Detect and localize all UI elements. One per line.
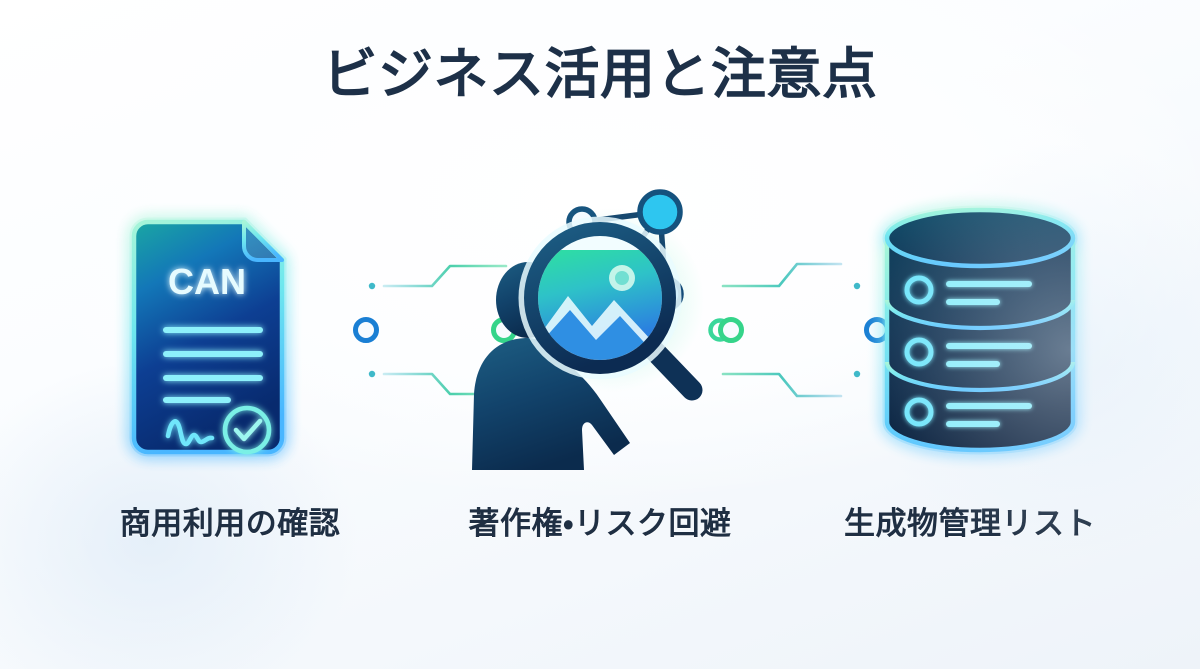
database-record-rows bbox=[904, 275, 1032, 427]
trace-dot-upper bbox=[368, 282, 376, 290]
connector-2-traces bbox=[718, 262, 890, 398]
signature-squiggle bbox=[165, 419, 215, 447]
connector-2-start-node bbox=[718, 317, 744, 343]
database-stack-icon bbox=[882, 205, 1078, 455]
document-can-text: CAN bbox=[168, 261, 246, 302]
document-certificate-icon: CAN bbox=[129, 217, 287, 457]
person-magnifier-image-icon bbox=[472, 189, 732, 470]
trace-dot-lower bbox=[853, 370, 861, 378]
connector-1-start-node bbox=[353, 317, 379, 343]
step-3-database-icon[interactable] bbox=[865, 190, 1095, 470]
magnifying-glass-icon bbox=[518, 216, 682, 380]
step-2-label: 著作権・リスク回避 bbox=[468, 506, 732, 541]
connector-2 bbox=[715, 250, 895, 410]
step-labels: 商用利用の確認 著作権・リスク回避 生成物管理リスト bbox=[0, 498, 1200, 558]
step-1-label: 商用利用の確認 bbox=[119, 506, 341, 541]
step-1-document-icon[interactable]: CAN bbox=[110, 190, 350, 470]
diagram-row: CAN bbox=[0, 189, 1200, 470]
trace-dot-upper bbox=[853, 282, 861, 290]
check-circle-icon bbox=[222, 405, 272, 455]
page-title: ビジネス活用と注意点 bbox=[322, 43, 878, 105]
document-text-lines bbox=[163, 327, 263, 403]
trace-dot-lower bbox=[368, 370, 376, 378]
step-3-label: 生成物管理リスト bbox=[844, 506, 1096, 541]
step-2-review-icon[interactable] bbox=[470, 189, 740, 470]
